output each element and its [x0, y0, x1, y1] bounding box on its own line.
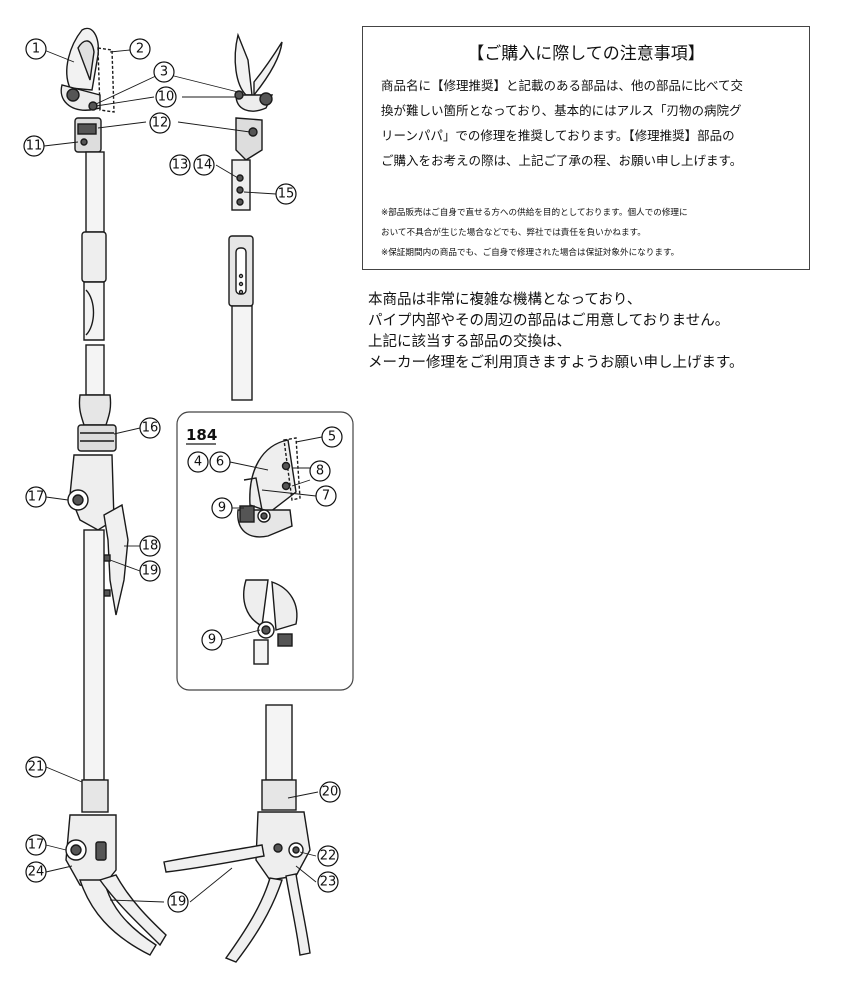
warning-text: 本商品は非常に複雑な機構となっており、 パイプ内部やその周辺の部品はご用意してお…	[368, 290, 828, 374]
cutter-head-front	[60, 27, 115, 153]
handle-bottom-left	[65, 779, 167, 956]
callout-9b: 9	[208, 633, 216, 648]
callout-11: 11	[26, 139, 43, 154]
callout-8: 8	[316, 464, 324, 479]
leader-lines	[43, 49, 323, 903]
handle-bottom-right	[163, 704, 311, 963]
callout-5: 5	[328, 430, 336, 445]
callout-22: 22	[320, 849, 337, 864]
callout-15: 15	[278, 187, 295, 202]
callout-9: 9	[218, 501, 226, 516]
callout-4: 4	[194, 455, 202, 470]
callout-6: 6	[216, 455, 224, 470]
callout-17b: 17	[28, 838, 45, 853]
inset-frame	[176, 411, 354, 691]
inset-blade-top	[237, 437, 301, 538]
notice-note-line: おいて不具合が生じた場合などでも、弊社では責任を負いかねます。	[381, 228, 646, 238]
callout-2: 2	[136, 42, 144, 57]
notice-body-line: 換が難しい箇所となっており、基本的にはアルス「刃物の病院グ	[381, 103, 742, 118]
callout-3: 3	[160, 65, 168, 80]
warning-line: パイプ内部やその周辺の部品はご用意しておりません。	[368, 313, 730, 329]
notice-body-line: 商品名に【修理推奨】と記載のある部品は、他の部品に比べて交	[381, 78, 744, 93]
callout-12: 12	[152, 116, 169, 131]
notice-note-line: ※部品販売はご自身で直せる方への供給を目的としております。個人での修理に	[381, 208, 688, 218]
inset-blade-bottom	[243, 579, 298, 665]
pole-upper-left	[77, 151, 117, 452]
callout-16: 16	[142, 421, 159, 436]
callout-17: 17	[28, 490, 45, 505]
callout-18: 18	[142, 539, 159, 554]
callout-19b: 19	[170, 895, 187, 910]
notice-box: 【ご購入に際しての注意事項】 商品名に【修理推奨】と記載のある部品は、他の部品に…	[362, 26, 810, 270]
notice-title: 【ご購入に際しての注意事項】	[467, 44, 705, 64]
callout-10: 10	[158, 90, 175, 105]
cutter-head-side	[228, 32, 283, 401]
callout-21: 21	[28, 760, 45, 775]
callout-24: 24	[28, 865, 45, 880]
notice-body: 商品名に【修理推奨】と記載のある部品は、他の部品に比べて交 換が難しい箇所となっ…	[381, 73, 797, 173]
notice-body-line: リーンパパ」での修理を推奨しております。【修理推奨】部品の	[381, 128, 735, 143]
part-kit-label: 184	[186, 426, 217, 444]
callout-markers: 1 2 3 10 11 12 13 14 15 16 17 18 19 4 5 …	[23, 38, 343, 913]
handle-mechanism	[67, 454, 129, 781]
callout-23: 23	[320, 875, 337, 890]
warning-line: 上記に該当する部品の交換は、	[368, 334, 571, 350]
callout-19: 19	[142, 564, 159, 579]
callout-1: 1	[32, 42, 40, 57]
callout-14: 14	[196, 158, 213, 173]
callout-7: 7	[322, 489, 330, 504]
notice-notes: ※部品販売はご自身で直せる方への供給を目的としております。個人での修理に おいて…	[381, 203, 799, 263]
warning-line: 本商品は非常に複雑な機構となっており、	[368, 292, 642, 308]
callout-20: 20	[322, 785, 339, 800]
callout-13: 13	[172, 158, 189, 173]
notice-body-line: ご購入をお考えの際は、上記ご了承の程、お願い申し上げます。	[381, 153, 743, 168]
notice-note-line: ※保証期間内の商品でも、ご自身で修理された場合は保証対象外になります。	[381, 248, 680, 258]
warning-line: メーカー修理をご利用頂きますようお願い申し上げます。	[368, 355, 744, 371]
